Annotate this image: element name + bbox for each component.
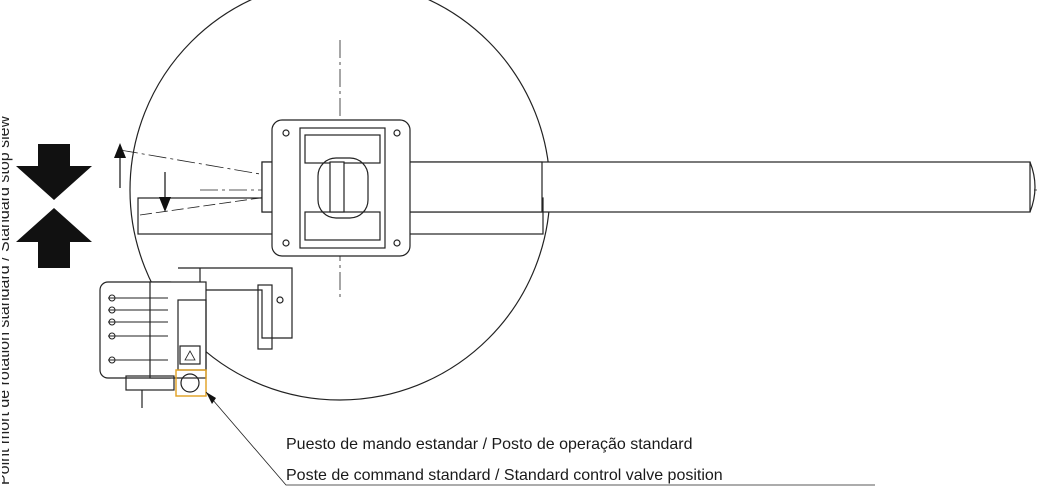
- warning-triangle-icon: [184, 350, 196, 361]
- callout-leader-line: [205, 391, 875, 486]
- bolt-hole: [282, 239, 290, 247]
- bracket-hole: [276, 296, 284, 304]
- side-label: Point mort de rotation standard / Standa…: [2, 115, 13, 485]
- valve-lower-fitting: [125, 375, 175, 391]
- callout-text-line-2: Poste de command standard / Standard con…: [286, 467, 723, 484]
- control-position-box: [175, 369, 207, 397]
- valve-levers: [108, 294, 168, 364]
- boom-end-cap: [1029, 161, 1036, 213]
- callout-text-line-1: Puesto de mando estandar / Posto de oper…: [286, 436, 693, 453]
- warning-plate: [179, 345, 201, 365]
- boom-pivot: [329, 161, 345, 213]
- rotation-arrow-down-icon: [159, 197, 171, 212]
- rotation-arrow-up-icon: [114, 143, 126, 158]
- bolt-hole: [282, 129, 290, 137]
- turret-hub: [317, 157, 369, 219]
- arrow-down-icon: [16, 144, 92, 200]
- valve-bracket-plate: [257, 284, 273, 350]
- control-position-marker: [180, 373, 200, 393]
- arrow-up-icon: [16, 208, 92, 268]
- callout-arrow-head: [206, 392, 216, 404]
- side-label-container: Point mort de rotation standard / Standa…: [2, 0, 16, 495]
- bolt-hole: [393, 239, 401, 247]
- bolt-hole: [393, 129, 401, 137]
